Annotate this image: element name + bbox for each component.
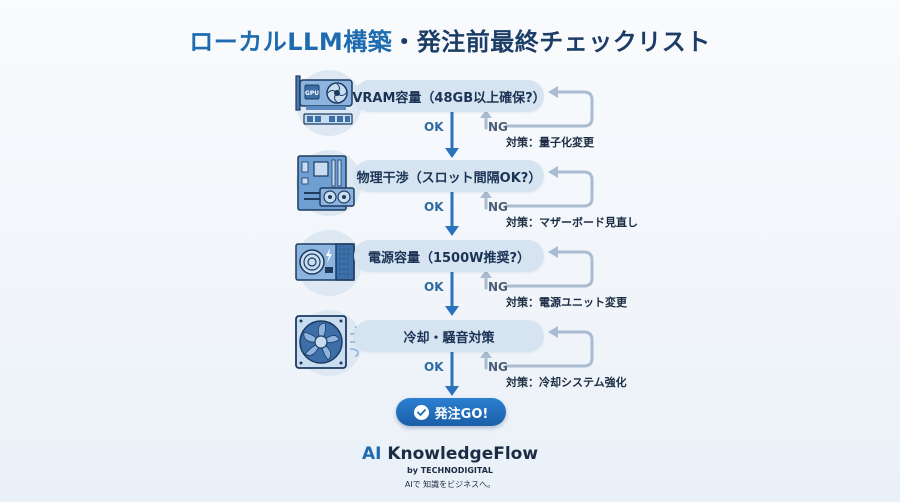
ng-label: NG [488, 120, 508, 134]
cooling-fan-icon [290, 310, 362, 380]
power-supply-icon [290, 230, 362, 300]
step-power-capacity: 電源容量（1500W推奨?） OK NG 対策：電源ユニット変更 [0, 230, 900, 312]
brand-name: KnowledgeFlow [381, 444, 539, 464]
check-question: 電源容量（1500W推奨?） [354, 240, 544, 272]
remedy-text: 対策：冷却システム強化 [506, 376, 627, 389]
remedy-text: 対策：量子化変更 [506, 136, 594, 149]
gpu-card-icon: GPU [290, 70, 362, 140]
check-question: 冷却・騒音対策 [354, 320, 544, 352]
check-question: 物理干渉（スロット間隔OK?） [354, 160, 544, 192]
motherboard-icon [290, 150, 362, 220]
ok-label: OK [424, 280, 444, 294]
step-vram: GPU VRAM容量（48GB以上確保?） OK NG 対策：量子化変更 [0, 70, 900, 152]
ok-label: OK [424, 360, 444, 374]
ok-arrows [445, 112, 459, 396]
ok-label: OK [424, 200, 444, 214]
step-physical-interference: 物理干渉（スロット間隔OK?） OK NG 対策：マザーボード見直し [0, 150, 900, 232]
ng-arrowheads [480, 86, 558, 358]
order-go-button[interactable]: 発注GO! [396, 398, 506, 426]
brand-tagline: AIで 知識をビジネスへ。 [404, 480, 496, 489]
page-title: ローカルLLM構築・発注前最終チェックリスト [0, 22, 900, 57]
ng-label: NG [488, 280, 508, 294]
step-cooling-noise: 冷却・騒音対策 OK NG 対策：冷却システム強化 [0, 310, 900, 392]
check-question: VRAM容量（48GB以上確保?） [352, 80, 546, 112]
title-part-2: ・発注前最終チェックリスト [392, 28, 711, 56]
brand-logo: AI KnowledgeFlow [0, 444, 900, 464]
check-circle-icon [413, 404, 429, 420]
remedy-text: 対策：電源ユニット変更 [506, 296, 627, 309]
remedy-text: 対策：マザーボード見直し [506, 216, 638, 229]
title-part-1: ローカルLLM構築 [189, 28, 393, 56]
brand-byline: by TECHNODIGITAL [407, 466, 493, 475]
ng-label: NG [488, 200, 508, 214]
order-go-label: 発注GO! [434, 406, 489, 422]
ok-label: OK [424, 120, 444, 134]
svg-text:GPU: GPU [305, 90, 319, 97]
brand-ai: AI [361, 444, 382, 464]
ng-label: NG [488, 360, 508, 374]
